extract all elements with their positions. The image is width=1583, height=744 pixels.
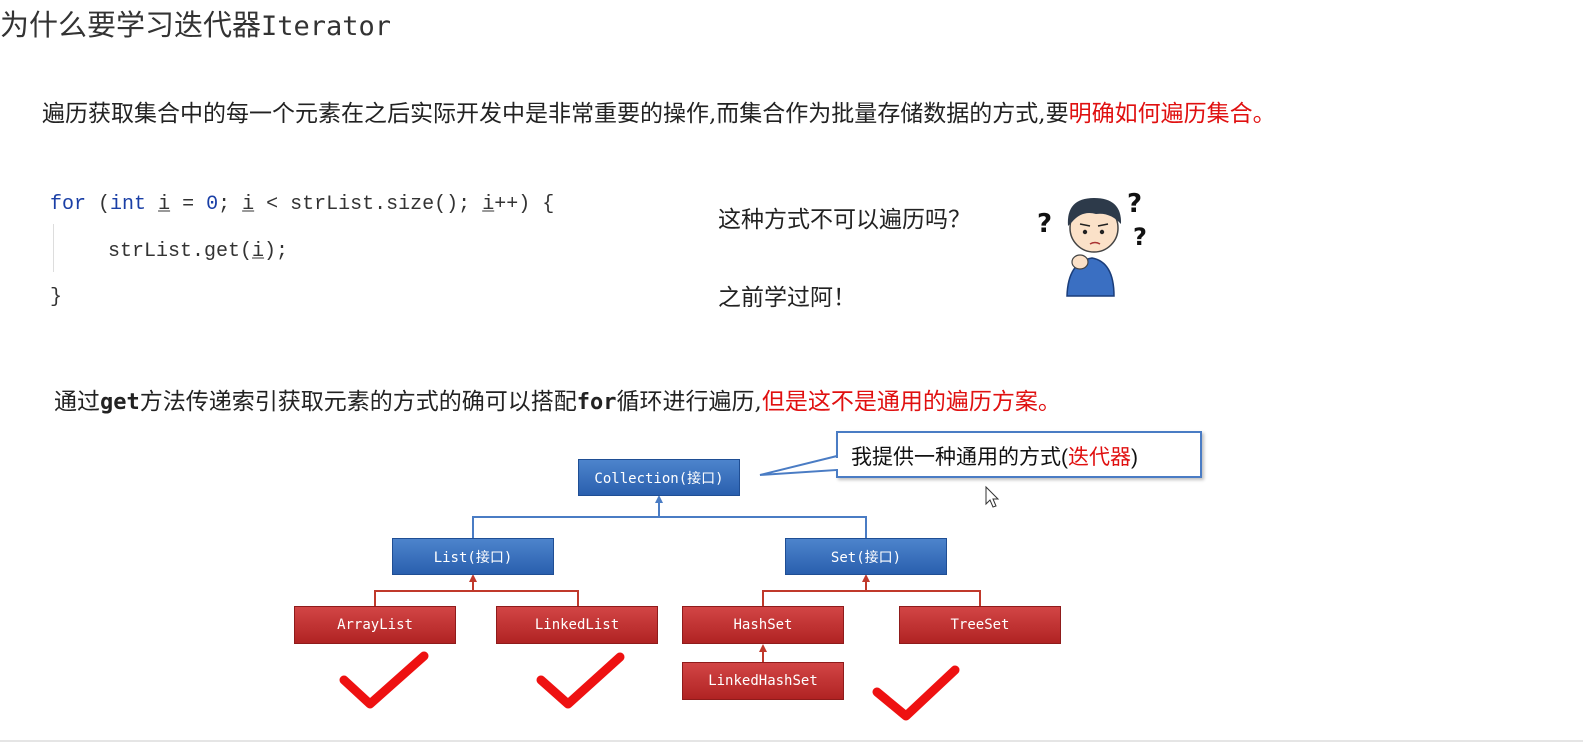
callout-text: 我提供一种通用的方式(迭代器) [851,446,1138,469]
linkedlist-class-box: LinkedList [496,606,658,644]
check-icon [339,651,429,709]
explain-highlight: 但是这不是通用的遍历方案。 [761,389,1061,415]
question-followup: 之前学过阿！ [718,285,856,311]
cursor-arrow-icon [985,485,1000,508]
intro-paragraph: 遍历获取集合中的每一个元素在之后实际开发中是非常重要的操作,而集合作为批量存储数… [42,101,1276,127]
code-line-1: for (int i = 0; i < strList.size(); i++)… [50,193,555,216]
svg-text:?: ? [1037,209,1052,239]
explain-paragraph: 通过get方法传递索引获取元素的方式的确可以搭配for循环进行遍历,但是这不是通… [54,389,1061,415]
code-gutter-line [53,224,54,272]
svg-text:?: ? [1127,189,1142,219]
linkedhashset-class-box: LinkedHashSet [682,662,844,700]
question-text: 这种方式不可以遍历吗？ [718,207,971,233]
callout-box [836,431,1202,478]
page-title: 为什么要学习迭代器Iterator [0,8,392,42]
arraylist-class-box: ArrayList [294,606,456,644]
intro-highlight: 明确如何遍历集合。 [1068,101,1276,127]
collection-interface-box: Collection(接口) [578,459,740,496]
code-line-3: } [50,286,63,309]
code-line-2: strList.get(i); [108,240,289,263]
check-icon [536,652,625,709]
check-icon [872,665,960,721]
hashset-class-box: HashSet [682,606,844,644]
svg-text:?: ? [1133,223,1147,251]
set-interface-box: Set(接口) [785,538,947,575]
treeset-class-box: TreeSet [899,606,1061,644]
list-interface-box: List(接口) [392,538,554,575]
